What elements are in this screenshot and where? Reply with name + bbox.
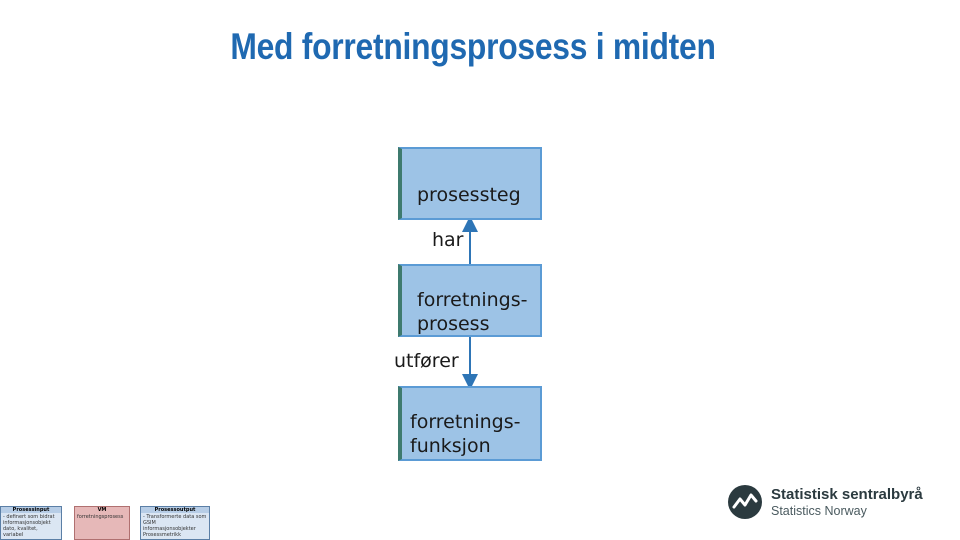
thumbnail-box-header: Prosessoutput xyxy=(141,507,209,513)
node-label-line1: forretnings- xyxy=(410,411,521,433)
ssb-logo-icon xyxy=(728,485,762,519)
logo-subtitle: Statistics Norway xyxy=(771,504,867,518)
node-label: prosessteg xyxy=(417,184,521,206)
thumbnail-box-output: Prosessoutput - Transformerte data som G… xyxy=(140,506,210,540)
thumbnail-diagram: Prosessinput - definert som bidrat infor… xyxy=(0,506,212,540)
logo-name: Statistisk sentralbyrå xyxy=(771,486,923,503)
node-label-line1: forretnings- xyxy=(417,289,528,311)
thumbnail-box-input: Prosessinput - definert som bidrat infor… xyxy=(0,506,62,540)
ssb-logo: Statistisk sentralbyrå Statistics Norway xyxy=(728,482,928,522)
page-title: Med forretningsprosess i midten xyxy=(230,26,716,67)
thumbnail-box-process: VM forretningsprosess xyxy=(74,506,130,540)
edge-label-utforer: utfører xyxy=(394,350,459,372)
edge-label-har: har xyxy=(432,229,464,251)
node-prosessteg: prosessteg xyxy=(398,147,542,220)
node-forretningsfunksjon: forretnings- funksjon xyxy=(398,386,542,461)
thumbnail-box-header: VM xyxy=(75,507,129,513)
node-label-line2: funksjon xyxy=(410,435,491,457)
thumbnail-box-body: forretningsprosess xyxy=(77,514,124,520)
thumbnail-box-header: Prosessinput xyxy=(1,507,61,513)
thumbnail-box-body: - definert som bidrat informasjonsobjekt… xyxy=(3,514,55,538)
thumbnail-box-body: - Transformerte data som GSIM informasjo… xyxy=(143,514,207,538)
node-label-line2: prosess xyxy=(417,313,490,335)
node-forretningsprosess: forretnings- prosess xyxy=(398,264,542,337)
